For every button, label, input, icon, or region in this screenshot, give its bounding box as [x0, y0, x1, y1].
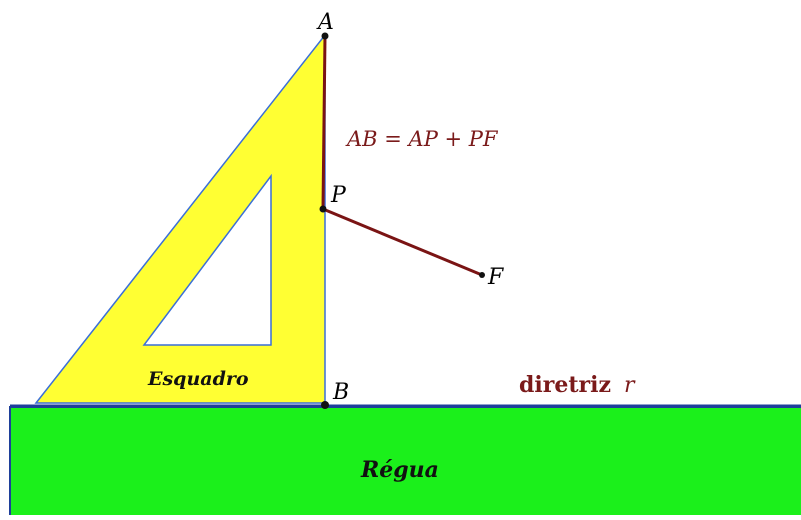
point-f-label: F: [487, 265, 504, 290]
directrix-word: diretriz: [519, 372, 611, 398]
set-square-label: Esquadro: [147, 368, 249, 390]
point-p-label: P: [330, 183, 347, 208]
point-b-marker: [321, 401, 329, 409]
set-square: [34, 32, 326, 404]
ruler: [9, 406, 801, 520]
point-p-marker: [319, 205, 327, 213]
ruler-label: Régua: [360, 457, 439, 483]
relation-label: AB = AP + PF: [345, 127, 499, 151]
segment-pf: [322, 207, 483, 277]
point-b-label: B: [332, 380, 349, 405]
point-a-marker: [321, 32, 329, 40]
directrix-label: diretriz r: [519, 372, 636, 398]
segment-ap: [321, 35, 327, 210]
point-a-label: A: [316, 10, 334, 35]
directrix-symbol: r: [624, 373, 636, 398]
point-f-marker: [479, 272, 485, 278]
